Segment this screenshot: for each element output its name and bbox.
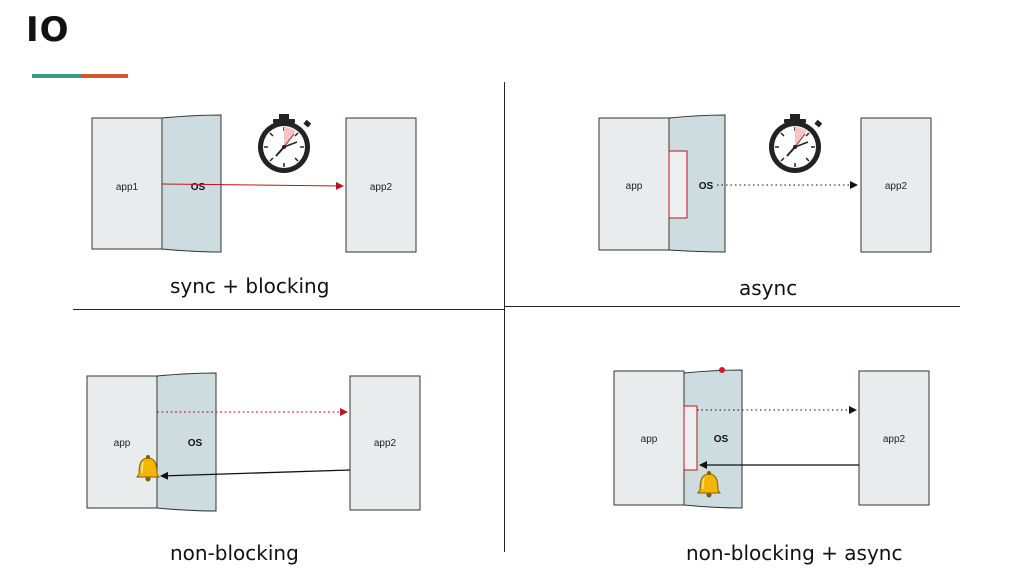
vertical-divider	[504, 82, 505, 552]
pending-io-bracket	[668, 150, 688, 219]
os-label: OS	[699, 181, 714, 192]
app-label: app	[626, 181, 643, 192]
os-panel	[683, 369, 743, 509]
quadrant-non-blocking: app OS app2	[86, 372, 421, 512]
target-app-label: app2	[370, 182, 393, 193]
target-app-label: app2	[885, 181, 908, 192]
title-underline-orange	[81, 74, 128, 78]
target-app-box	[349, 375, 421, 511]
stopwatch-icon	[768, 113, 824, 174]
app-label: app	[641, 434, 658, 445]
target-app-label: app2	[374, 438, 397, 449]
app-label: app1	[116, 182, 139, 193]
os-panel	[156, 372, 217, 512]
os-label: OS	[714, 434, 729, 445]
quadrant-async: app OS app2	[598, 113, 932, 253]
caption-non-blocking-async: non-blocking + async	[686, 541, 903, 565]
pending-io-bracket	[683, 405, 698, 471]
target-app-box	[860, 117, 932, 253]
title-underline-green	[32, 74, 81, 78]
target-app-label: app2	[883, 434, 906, 445]
target-app-box	[858, 370, 930, 506]
blocking-request-arrow	[161, 181, 344, 190]
app-box	[613, 370, 685, 506]
app-box	[86, 375, 158, 509]
os-label: OS	[188, 438, 203, 449]
response-arrow	[160, 469, 351, 480]
target-app-box	[345, 117, 417, 253]
caption-async: async	[739, 276, 798, 300]
app-box	[91, 117, 163, 250]
caption-sync-blocking: sync + blocking	[170, 274, 330, 298]
slide-title: IO	[26, 10, 70, 50]
app-label: app	[114, 438, 131, 449]
stopwatch-icon	[257, 113, 313, 174]
os-label: OS	[191, 182, 206, 193]
app-box	[598, 117, 670, 251]
os-panel	[161, 114, 222, 253]
event-dot	[719, 367, 725, 373]
quadrant-sync-blocking: app1 OS app2	[91, 113, 417, 253]
horizontal-divider-right	[505, 306, 960, 307]
quadrant-non-blocking-async: app OS app2	[613, 367, 930, 509]
horizontal-divider-left	[73, 309, 505, 310]
caption-non-blocking: non-blocking	[170, 541, 299, 565]
